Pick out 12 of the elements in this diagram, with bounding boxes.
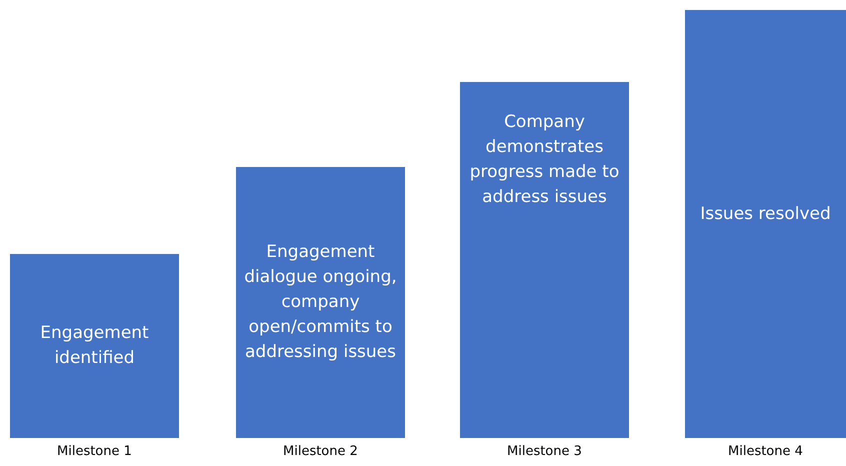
milestone-label: Milestone 4 xyxy=(728,444,803,459)
bar-text: Issues resolved xyxy=(699,203,832,226)
milestone-label: Milestone 2 xyxy=(283,444,358,459)
milestone-bar xyxy=(10,254,179,438)
bar-text: Engagement dialogue ongoing, company open/commits to addressing issues xyxy=(244,241,397,364)
milestone-bar xyxy=(236,167,405,438)
milestone-label: Milestone 1 xyxy=(57,444,132,459)
bar-text: Company demonstrates progress made to address issues xyxy=(468,111,620,209)
milestone-bar xyxy=(460,82,629,438)
bar-text: Engagement identified xyxy=(39,322,150,370)
milestone-bar xyxy=(685,10,846,438)
milestone-label: Milestone 3 xyxy=(507,444,582,459)
